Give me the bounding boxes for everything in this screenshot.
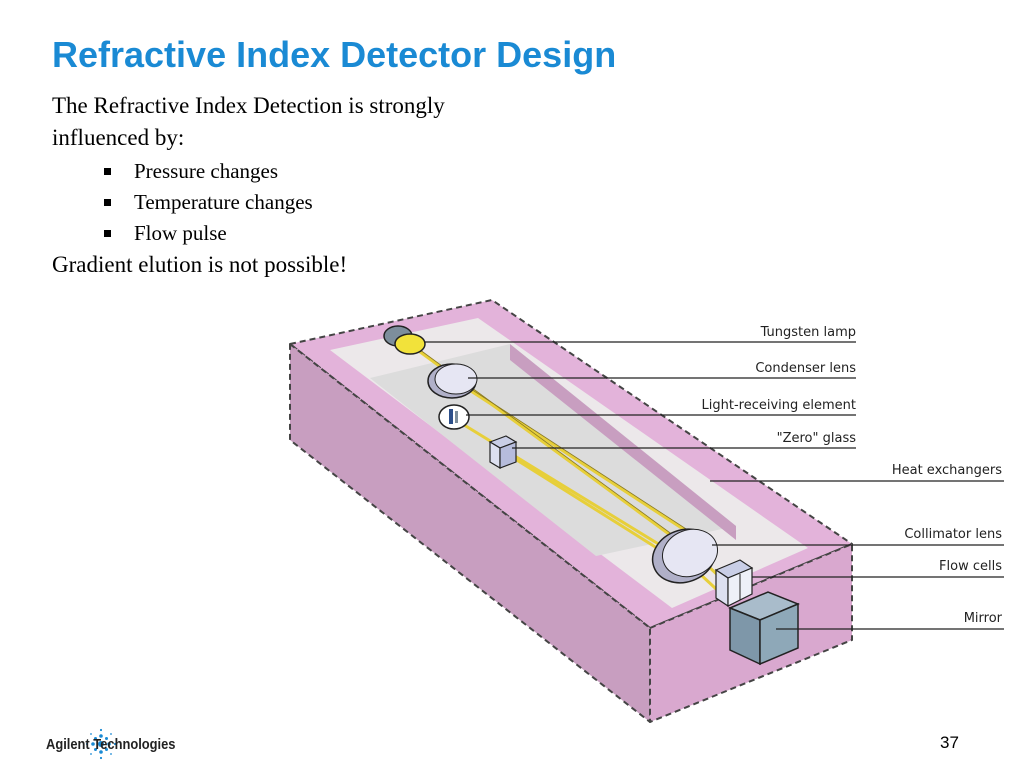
lens-face [434,363,478,395]
label-collimator-lens: Collimator lens [904,527,1002,542]
list-item: Temperature changes [104,187,313,218]
label-mirror: Mirror [964,611,1003,626]
bullet-square-icon [104,230,111,237]
brand-name: Agilent Technologies [46,736,176,753]
gradient-note: Gradient elution is not possible! [52,252,348,277]
bullet-square-icon [104,199,111,206]
flow-cells-icon [714,559,754,608]
receiver-body [438,404,470,430]
label-flow-cells: Flow cells [939,559,1002,574]
agilent-logo-icon [85,728,117,760]
influence-list: Pressure changes Temperature changes Flo… [104,156,313,249]
tungsten-lamp-icon [383,325,426,355]
label-condenser-lens: Condenser lens [755,361,856,376]
page-title: Refractive Index Detector Design [52,34,617,75]
collimator-lens-icon [651,528,718,584]
label-tungsten-lamp: Tungsten lamp [760,325,856,340]
lens-face [662,528,718,578]
lamp-bulb [394,333,426,355]
receiver-sensor [455,411,458,423]
bullet-square-icon [104,168,111,175]
list-item-label: Pressure changes [134,159,279,183]
mirror-icon [728,591,800,666]
list-item-label: Flow pulse [134,221,227,245]
zero-glass-icon [488,435,518,470]
heat-exchanger-side [510,344,736,540]
label-heat-exchangers: Heat exchangers [892,463,1002,478]
label-light-receiving-element: Light-receiving element [702,398,856,413]
list-item: Pressure changes [104,156,313,187]
callout-labels: Tungsten lamp Condenser lens Light-recei… [702,325,1003,626]
label-zero-glass: "Zero" glass [777,431,857,446]
beam-outline [453,377,701,539]
list-item-label: Temperature changes [134,190,313,214]
list-item: Flow pulse [104,218,313,249]
light-receiving-element-icon [438,404,470,430]
beam-line [452,378,702,542]
mirror-side [759,602,799,666]
intro-text: The Refractive Index Detection is strong… [52,93,445,150]
page-number: 37 [940,733,959,752]
callout-lines [424,341,1004,630]
receiver-sensor [449,409,453,424]
condenser-lens-icon [427,363,478,399]
beam-line [502,450,678,562]
